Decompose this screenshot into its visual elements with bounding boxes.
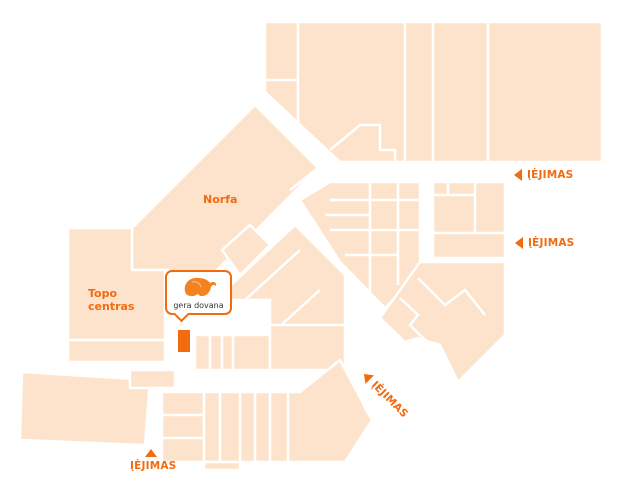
entrance-label[interactable]: ĮĖJIMAS — [515, 237, 574, 249]
entrance-label[interactable]: ĮĖJIMAS — [130, 460, 176, 472]
store-unit[interactable] — [66, 338, 167, 364]
store-popup-gera-dovana[interactable]: gera dovana — [165, 270, 232, 315]
store-label-norfa: Norfa — [203, 193, 238, 206]
store-location-marker — [178, 330, 190, 352]
entrance-text: ĮĖJIMAS — [528, 237, 575, 249]
store-popup-brand: gera dovana — [173, 301, 224, 310]
store-unit[interactable] — [268, 323, 347, 372]
elephant-logo-icon — [184, 277, 217, 296]
store-unit[interactable] — [160, 390, 206, 464]
store-label-topo-centras: Topo centras — [88, 287, 135, 313]
entrance-text: ĮĖJIMAS — [527, 169, 574, 181]
store-unit[interactable] — [431, 180, 507, 260]
entrance-text: ĮĖJIMAS — [130, 460, 177, 472]
store-unit[interactable] — [128, 368, 177, 390]
entrance-label[interactable]: ĮĖJIMAS — [514, 169, 573, 181]
store-unit[interactable] — [378, 260, 507, 385]
entrance-arrow-icon — [514, 169, 522, 181]
entrance-arrow-icon — [515, 237, 523, 249]
store-unit[interactable] — [202, 460, 242, 472]
store-unit[interactable] — [220, 223, 272, 277]
entrance-arrow-icon — [145, 449, 157, 457]
store-unit[interactable] — [18, 370, 152, 447]
